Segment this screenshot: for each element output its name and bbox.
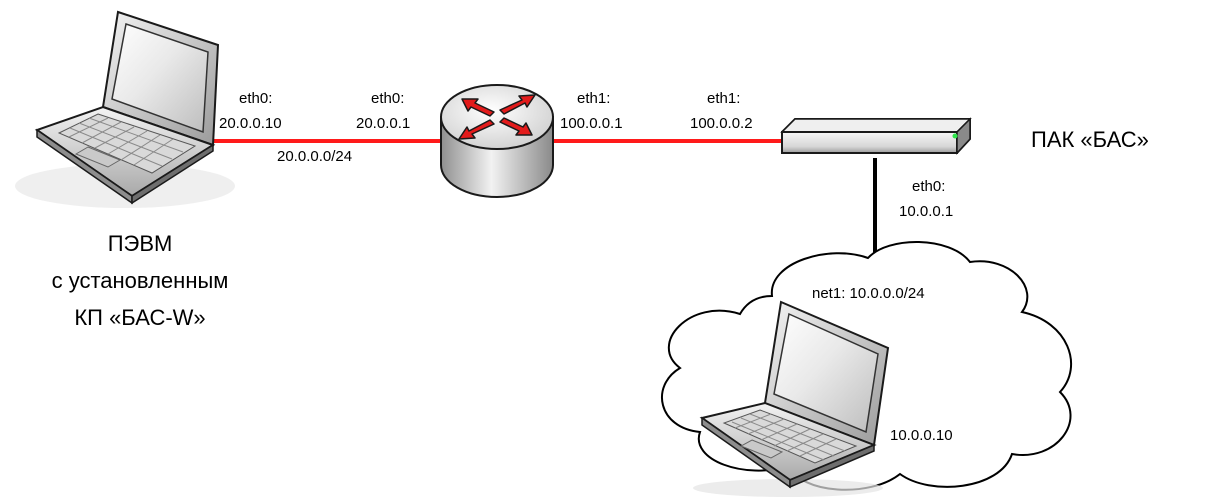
left-network-label: 20.0.0.0/24 xyxy=(277,148,353,165)
pak-eth1-name: eth1: xyxy=(707,90,741,107)
router-right-port-name: eth1: xyxy=(577,90,611,107)
pc-port-ip: 20.0.0.10 xyxy=(219,115,282,132)
pak-device-icon xyxy=(780,117,972,155)
pc-caption-line-1: ПЭВМ xyxy=(107,231,173,256)
router-left-port-name: eth0: xyxy=(371,90,405,107)
pak-eth1-ip: 100.0.0.2 xyxy=(690,115,753,132)
router-left-port-ip: 20.0.0.1 xyxy=(356,115,411,132)
status-led-icon xyxy=(952,133,958,139)
cloud-host-ip: 10.0.0.10 xyxy=(890,427,953,444)
cloud-network-label: net1: 10.0.0.0/24 xyxy=(812,285,925,302)
pc-caption-line-2: с установленным xyxy=(51,268,229,293)
pak-eth0-name: eth0: xyxy=(912,178,946,195)
pak-eth0-ip: 10.0.0.1 xyxy=(899,203,954,220)
pc-caption-line-3: КП «БАС-W» xyxy=(74,305,206,330)
host-laptop-icon xyxy=(693,300,890,497)
router-right-port-ip: 100.0.0.1 xyxy=(560,115,623,132)
pak-title: ПАК «БАС» xyxy=(1031,127,1149,152)
pc-laptop-icon xyxy=(15,10,235,208)
router-icon xyxy=(440,84,554,198)
pc-port-name: eth0: xyxy=(239,90,273,107)
